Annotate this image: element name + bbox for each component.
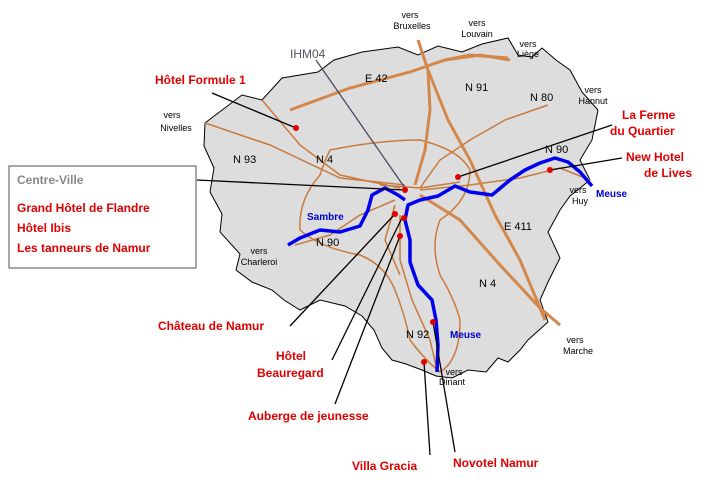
dest-liege-vers: vers xyxy=(519,39,537,49)
pointer-centre-ville xyxy=(196,179,406,191)
pointer-lives xyxy=(549,157,623,171)
road-label-n93: N 93 xyxy=(233,154,256,166)
highway-liege-link xyxy=(444,53,511,62)
road-n4-north xyxy=(261,99,401,189)
pointer-ferme xyxy=(457,124,613,178)
road-label-n90-west: N 90 xyxy=(316,237,339,249)
hotel-label-lives-line1[interactable]: New Hotel xyxy=(626,150,684,164)
marker-centre-ville[interactable] xyxy=(402,187,408,193)
highway-n4-south xyxy=(419,193,561,327)
hotel-label-beauregard-line2[interactable]: Beauregard xyxy=(257,366,324,380)
destination-labels: vers Bruxelles vers Louvain vers Liège v… xyxy=(160,10,608,387)
dest-hannut-name: Hannut xyxy=(578,96,608,106)
marker-beauregard[interactable] xyxy=(401,215,407,221)
minor-roads xyxy=(204,99,591,373)
road-n90-west xyxy=(294,199,396,246)
hotel-label-lives-line2[interactable]: de Lives xyxy=(644,166,692,180)
pointer-auberge xyxy=(334,235,401,405)
hotel-label-gracia[interactable]: Villa Gracia xyxy=(352,459,417,473)
hotel-labels: Hôtel Formule 1 La Ferme du Quartier New… xyxy=(155,73,692,473)
dest-liege-name: Liège xyxy=(517,49,539,59)
highways xyxy=(289,39,561,327)
dest-dinant-name: Dinant xyxy=(439,377,466,387)
hotel-label-auberge[interactable]: Auberge de jeunesse xyxy=(248,409,369,423)
pointer-chateau xyxy=(289,213,396,327)
river-meuse xyxy=(403,156,594,373)
pointer-beauregard xyxy=(331,217,403,361)
road-label-n4-south: N 4 xyxy=(479,278,496,290)
pointer-formule1 xyxy=(211,92,297,129)
marker-novotel[interactable] xyxy=(430,319,436,325)
hotel-label-ferme-line2[interactable]: du Quartier xyxy=(610,124,675,138)
pointer-lines xyxy=(196,59,623,456)
dest-dinant-vers: vers xyxy=(445,367,463,377)
marker-lives[interactable] xyxy=(547,167,553,173)
centre-ville-title: Centre-Ville xyxy=(17,173,84,187)
road-label-e411: E 411 xyxy=(504,221,532,233)
dest-charleroi-name: Charleroi xyxy=(241,257,278,267)
hotel-markers xyxy=(293,125,553,365)
dest-louvain-vers: vers xyxy=(468,18,486,28)
road-label-n92: N 92 xyxy=(406,329,429,341)
dest-huy-vers: vers xyxy=(569,185,587,195)
pointer-novotel xyxy=(432,321,456,453)
river-label-meuse-south: Meuse xyxy=(450,330,482,341)
hotel-label-beauregard-line1[interactable]: Hôtel xyxy=(276,349,306,363)
road-label-n80: N 80 xyxy=(530,92,553,104)
dest-marche-vers: vers xyxy=(566,335,584,345)
road-labels: E 42 N 91 N 80 N 93 N 4 N 90 E 411 N 90 … xyxy=(233,73,568,341)
road-center xyxy=(379,181,461,189)
marker-auberge[interactable] xyxy=(397,233,403,239)
road-label-n4-north: N 4 xyxy=(316,154,333,166)
hotel-label-formule1[interactable]: Hôtel Formule 1 xyxy=(155,73,246,87)
river-labels: Sambre Meuse Meuse xyxy=(307,189,628,341)
centre-ville-hotel[interactable]: Hôtel Ibis xyxy=(17,221,71,235)
dest-bruxelles-name: Bruxelles xyxy=(393,21,431,31)
dest-nivelles-vers: vers xyxy=(163,110,181,120)
road-n92 xyxy=(399,215,438,371)
river-label-meuse-east: Meuse xyxy=(596,189,628,200)
dest-huy-name: Huy xyxy=(572,196,589,206)
dest-bruxelles-vers: vers xyxy=(401,10,419,20)
marker-ferme[interactable] xyxy=(455,174,461,180)
road-ring xyxy=(299,139,471,373)
road-label-n90-east: N 90 xyxy=(545,144,568,156)
dest-louvain-name: Louvain xyxy=(461,29,493,39)
hotel-label-chateau[interactable]: Château de Namur xyxy=(158,319,264,333)
road-n80 xyxy=(419,104,549,189)
highway-e411 xyxy=(426,69,547,321)
marker-gracia[interactable] xyxy=(421,359,427,365)
road-label-n91: N 91 xyxy=(465,82,488,94)
highway-n91 xyxy=(413,39,432,186)
centre-ville-hotel[interactable]: Grand Hôtel de Flandre xyxy=(17,201,150,215)
hotel-label-novotel[interactable]: Novotel Namur xyxy=(453,456,539,470)
centre-ville-box xyxy=(8,165,197,269)
hotel-label-ferme-line1[interactable]: La Ferme xyxy=(622,108,676,122)
river-label-sambre: Sambre xyxy=(307,212,344,223)
pointer-gracia xyxy=(423,361,431,456)
centre-ville-hotel[interactable]: Les tanneurs de Namur xyxy=(17,241,151,255)
pointer-ihm04 xyxy=(315,59,406,189)
marker-chateau[interactable] xyxy=(392,211,398,217)
river-sambre xyxy=(287,186,407,247)
dest-charleroi-vers: vers xyxy=(250,246,268,256)
dest-marche-name: Marche xyxy=(563,346,593,356)
dest-nivelles-name: Nivelles xyxy=(160,123,192,133)
dest-hannut-vers: vers xyxy=(584,85,602,95)
rivers xyxy=(287,156,594,373)
map-label: IHM04 xyxy=(290,47,326,61)
marker-formule1[interactable] xyxy=(293,125,299,131)
road-label-e42: E 42 xyxy=(365,73,388,85)
